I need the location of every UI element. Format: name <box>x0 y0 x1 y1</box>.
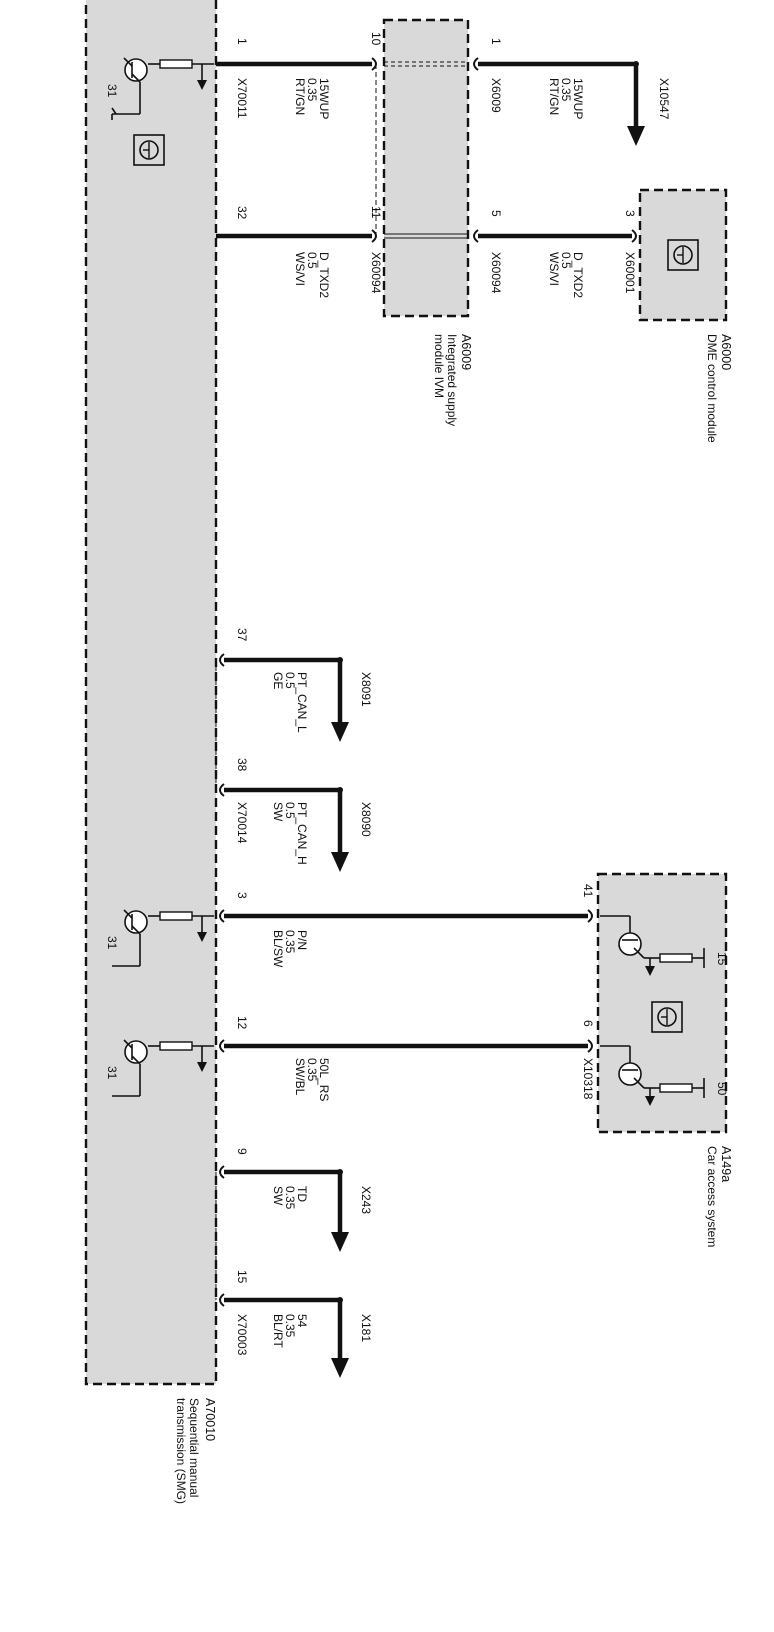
pin-ivm-5: 5 <box>489 210 503 217</box>
wire-label-50lrs-line-1: 50L_RS <box>317 1058 331 1101</box>
wire-label-ptcanl-line-3: GE <box>271 672 285 689</box>
wire-label-ptcanh-line-3: SW <box>271 802 285 822</box>
pin-smg-1: 1 <box>235 38 249 45</box>
pin-smg-37: 37 <box>235 628 249 642</box>
cas-terminal-50: 50 <box>715 1082 729 1096</box>
wire-label-dtxd2-a-line-2: 0.5 <box>305 252 319 269</box>
connector-x60001: X60001 <box>623 252 637 294</box>
smg-name-line-1: Sequential manual <box>187 1398 201 1497</box>
pin-cas-6: 6 <box>581 1020 595 1027</box>
cas-code: A149a <box>719 1146 733 1182</box>
ground-label-1: 31 <box>105 84 119 98</box>
pin-dme-3: 3 <box>623 210 637 217</box>
connector-x60094-left: X60094 <box>369 252 383 294</box>
wire-label-dtxd2-a-line-1: D_TXD2 <box>317 252 331 298</box>
ivm-name-line-1: Integrated supply <box>445 334 459 426</box>
wire-label-15wup-a-line-2: 0.35 <box>305 78 319 102</box>
wire-label-ptcanl-line-2: 0.5 <box>283 672 297 689</box>
pin-ivm-10: 10 <box>369 32 383 46</box>
wire-label-50lrs-line-2: 0.35 <box>305 1058 319 1082</box>
wire-label-dtxd2-b-line-2: 0.5 <box>559 252 573 269</box>
wire-label-54-line-1: 54 <box>295 1314 309 1328</box>
smg-transistor-icon <box>133 134 165 166</box>
smg-internal-circuit-1 <box>111 57 214 120</box>
wire-15wup[interactable] <box>216 57 645 146</box>
connector-x70003: X70003 <box>235 1314 249 1356</box>
wire-label-pn-line-3: BL/SW <box>271 930 285 968</box>
wire-label-50lrs-line-3: SW/BL <box>293 1058 307 1096</box>
pin-smg-38: 38 <box>235 758 249 772</box>
smg-code: A70010 <box>203 1398 217 1441</box>
ground-label-2: 31 <box>105 936 119 950</box>
wire-label-15wup-a-line-1: 15WUP <box>317 78 331 119</box>
smg-internal-circuit-3 <box>112 1039 214 1097</box>
ivm-name-line-2: module IVM <box>432 334 446 398</box>
wire-pt-can-l[interactable] <box>215 653 349 790</box>
wire-label-ptcanh-line-2: 0.5 <box>283 802 297 819</box>
wire-td[interactable] <box>215 1165 349 1300</box>
pin-smg-32: 32 <box>235 206 249 220</box>
wire-label-15wup-b-line-1: 15WUP <box>571 78 585 119</box>
ivm-module-box[interactable] <box>382 18 470 318</box>
connector-x10547: X10547 <box>657 78 671 120</box>
wire-label-dtxd2-b-line-1: D_TXD2 <box>571 252 585 298</box>
pin-cas-41: 41 <box>581 884 595 898</box>
connector-x10318: X10318 <box>581 1058 595 1100</box>
ground-label-3: 31 <box>105 1066 119 1080</box>
connector-x70011: X70011 <box>235 78 249 119</box>
cas-transistor-icon <box>651 1001 683 1033</box>
wire-label-15wup-b-line-3: RT/GN <box>547 78 561 115</box>
pin-ivm-11: 11 <box>369 206 383 219</box>
wire-54[interactable] <box>219 1293 349 1378</box>
wire-label-54-line-2: 0.35 <box>283 1314 297 1338</box>
smg-name-line-2: transmission (SMG) <box>174 1398 188 1504</box>
wire-label-td-line-2: 0.35 <box>283 1186 297 1210</box>
connector-x181: X181 <box>359 1314 373 1342</box>
wire-label-15wup-a-line-3: RT/GN <box>293 78 307 115</box>
wire-pt-can-h[interactable] <box>219 783 349 872</box>
wire-label-pn-line-2: 0.35 <box>283 930 297 954</box>
connector-x8090: X8090 <box>359 802 373 837</box>
pin-ivm-1: 1 <box>489 38 503 45</box>
wire-p-n[interactable] <box>219 909 593 923</box>
smg-module-box[interactable] <box>84 0 218 1386</box>
wire-label-54-line-3: BL/RT <box>271 1314 285 1348</box>
pin-smg-9: 9 <box>235 1148 249 1155</box>
cas-name-line-1: Car access system <box>705 1146 719 1247</box>
dme-transistor-icon <box>667 239 699 271</box>
cas-internal-circuit-1 <box>600 915 705 976</box>
connector-x6009: X6009 <box>489 78 503 113</box>
wire-label-15wup-b-line-2: 0.35 <box>559 78 573 102</box>
pin-smg-12: 12 <box>235 1016 249 1030</box>
wire-label-td-line-1: TD <box>295 1186 309 1202</box>
connector-x70014: X70014 <box>235 802 249 844</box>
ivm-code: A6009 <box>459 334 473 370</box>
cas-module-box[interactable] <box>596 872 728 1134</box>
wire-label-ptcanh-line-1: PT_CAN_H <box>295 802 309 865</box>
connector-x8091: X8091 <box>359 672 373 707</box>
wire-50l-rs[interactable] <box>219 1039 593 1053</box>
connector-x243: X243 <box>359 1186 373 1214</box>
cas-internal-circuit-2 <box>600 1045 705 1106</box>
wire-label-dtxd2-b-line-3: WS/VI <box>547 252 561 286</box>
dme-code: A6000 <box>719 334 733 370</box>
connector-x60094-right: X60094 <box>489 252 503 294</box>
pin-smg-3: 3 <box>235 892 249 899</box>
wire-label-pn-line-1: P/N <box>295 930 309 950</box>
wire-d-txd2[interactable] <box>216 64 637 243</box>
cas-terminal-15: 15 <box>715 952 729 966</box>
pin-smg-15: 15 <box>235 1270 249 1284</box>
dme-name-line-1: DME control module <box>705 334 719 443</box>
wire-label-td-line-3: SW <box>271 1186 285 1206</box>
smg-internal-circuit-2 <box>112 909 214 967</box>
wire-label-dtxd2-a-line-3: WS/VI <box>293 252 307 286</box>
wire-label-ptcanl-line-1: PT_CAN_L <box>295 672 309 733</box>
